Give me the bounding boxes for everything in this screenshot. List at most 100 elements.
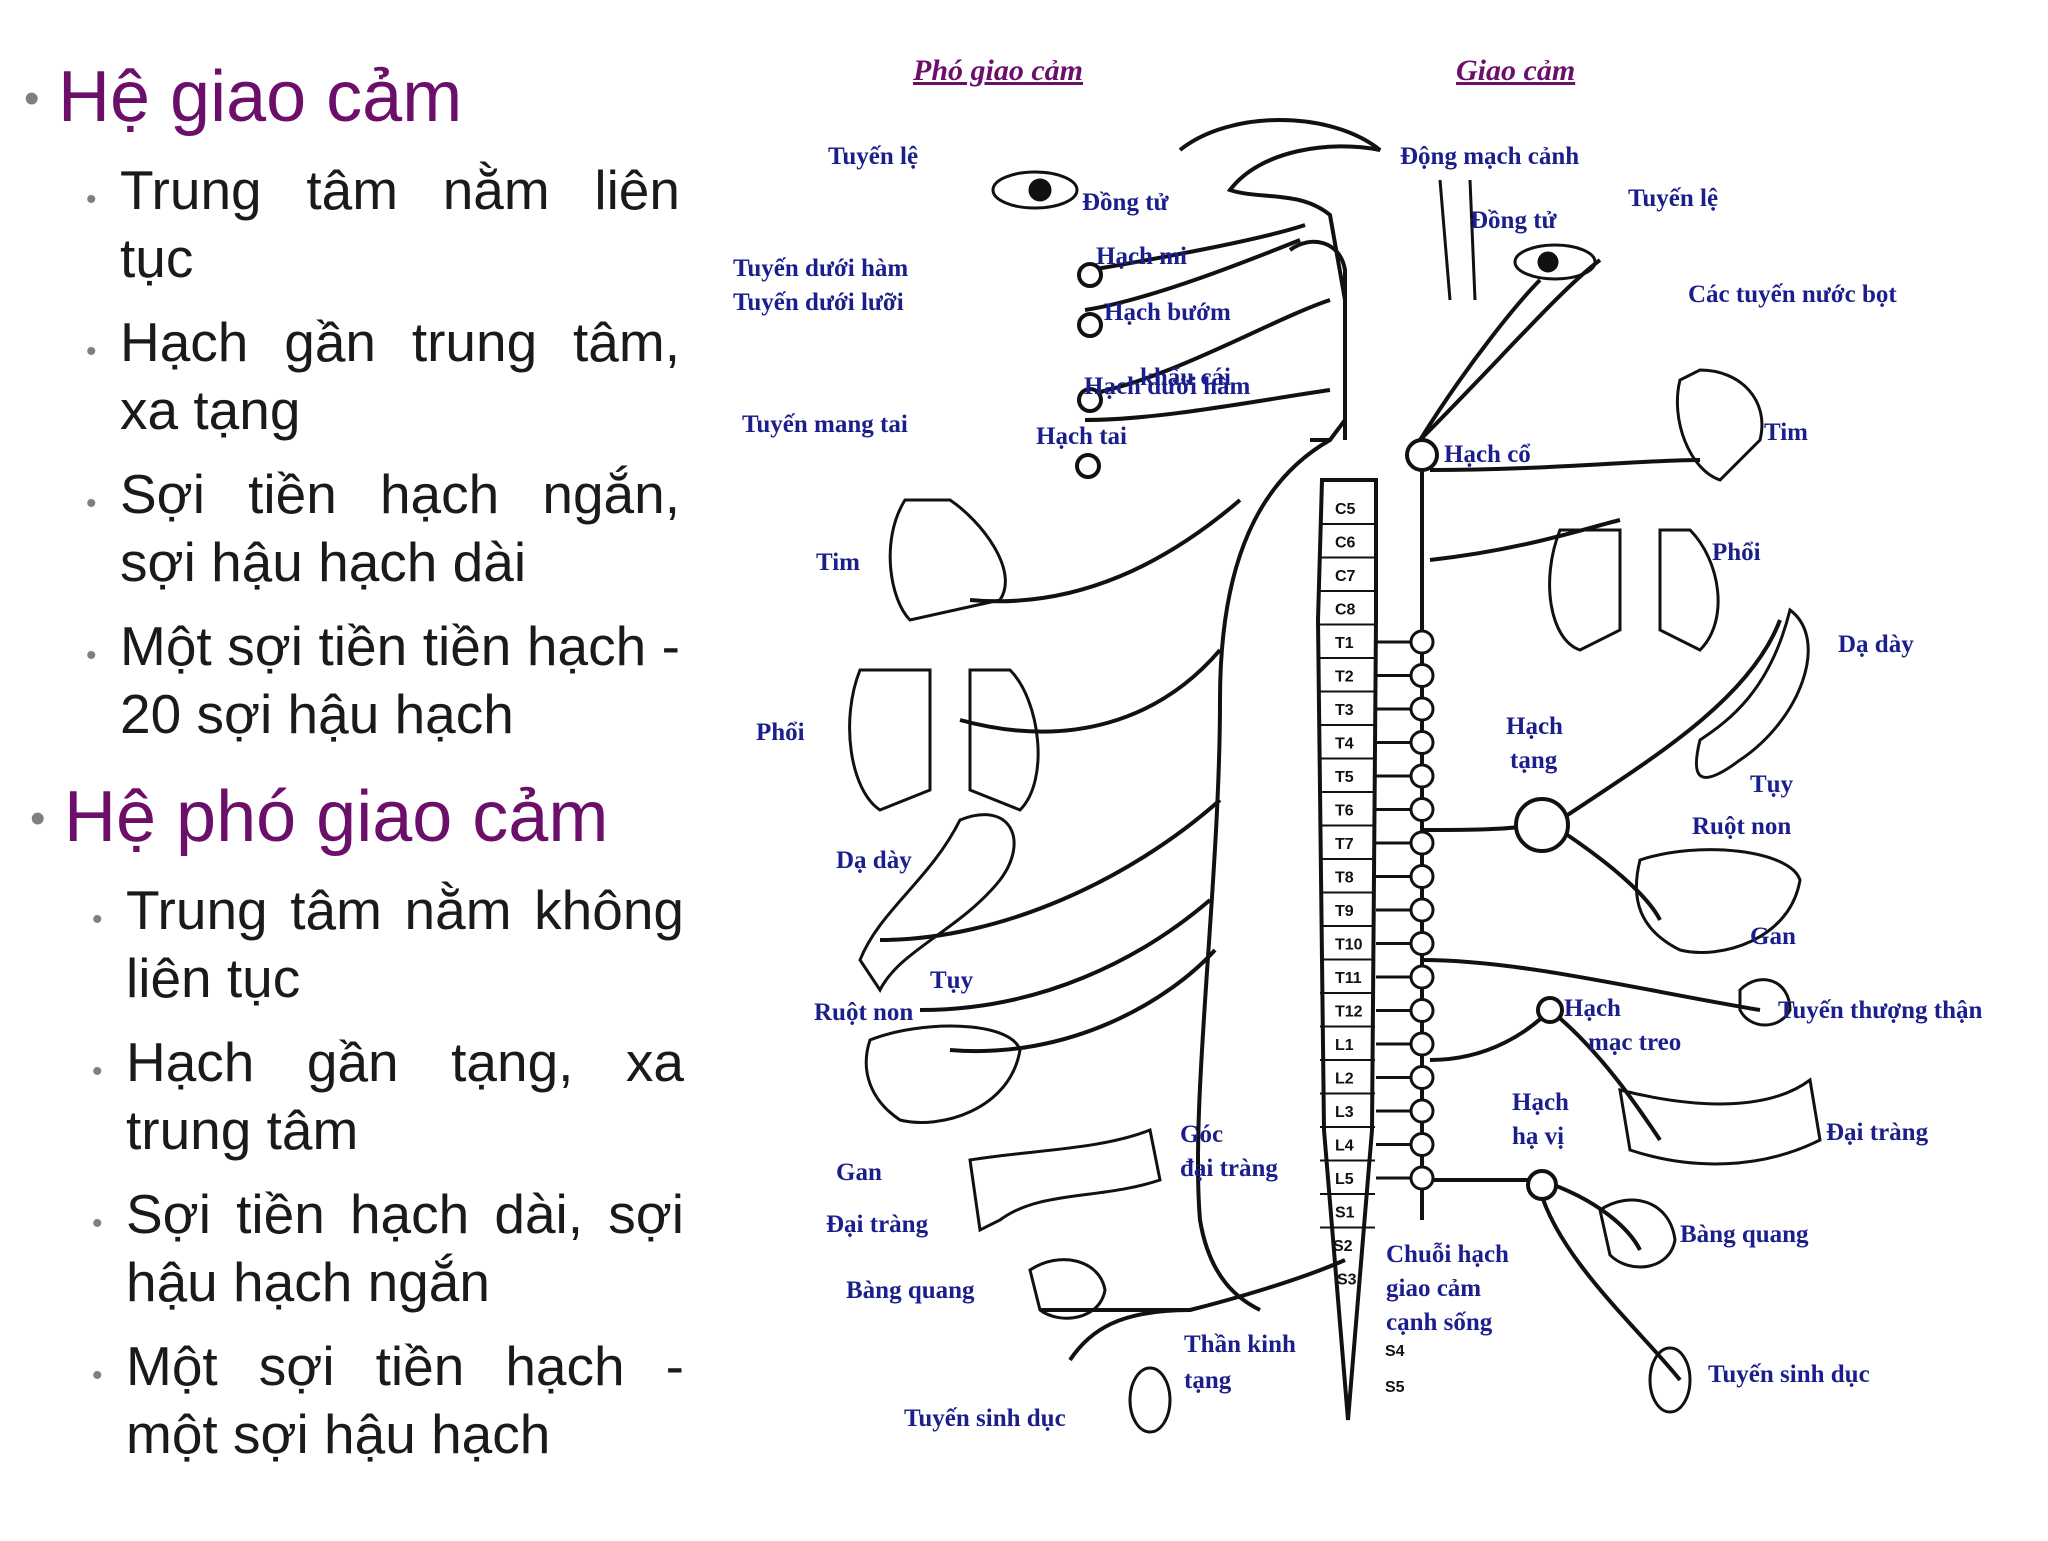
para-item-2: •Hạch gần tạng, xa trung tâm bbox=[92, 1031, 684, 1161]
vagus-nerve bbox=[1195, 438, 1331, 1312]
label-para-tuyen-sinh-duc: Tuyến sinh dục bbox=[904, 1405, 1066, 1432]
symp-stomach-fiber bbox=[1558, 619, 1782, 822]
label-para-gan: Gan bbox=[836, 1159, 882, 1186]
label-symp-tuy: Tụy bbox=[1750, 771, 1794, 798]
segment-label-c5: C5 bbox=[1335, 501, 1356, 518]
segment-label-l1: L1 bbox=[1335, 1037, 1354, 1054]
label-symp-da-day: Dạ dày bbox=[1838, 631, 1914, 658]
ciliary-ganglion bbox=[1077, 262, 1103, 288]
otic-ganglion bbox=[1075, 453, 1101, 479]
label-para-phoi: Phổi bbox=[756, 719, 805, 746]
segment-label-c7: C7 bbox=[1335, 568, 1356, 585]
segment-label-s4: S4 bbox=[1385, 1343, 1405, 1360]
autonomic-diagram: Phó giao cảm Giao cảm Tuyến lệ Đồng tử H… bbox=[720, 0, 2048, 1536]
segment-label-t12: T12 bbox=[1335, 1004, 1363, 1021]
pelvic-fiber bbox=[1040, 1258, 1346, 1312]
segment-label-t5: T5 bbox=[1335, 769, 1354, 786]
label-symp-tim: Tim bbox=[1764, 419, 1808, 446]
chain-ganglion bbox=[1409, 964, 1435, 990]
bullet-icon: • bbox=[30, 794, 46, 843]
label-symp-dong-tu: Đồng tử bbox=[1470, 207, 1558, 234]
para-item-1: •Trung tâm nằm không liên tục bbox=[92, 879, 684, 1009]
text-panel: •Hệ giao cảm •Trung tâm nằm liên tục •Hạ… bbox=[0, 0, 720, 1536]
sympathetic-heading: •Hệ giao cảm bbox=[24, 57, 463, 137]
label-symp-tuyen-le: Tuyến lệ bbox=[1628, 185, 1718, 212]
brain-outline bbox=[1178, 118, 1382, 442]
stomach-left-shape bbox=[858, 813, 1016, 993]
chain-ganglion bbox=[1409, 763, 1435, 789]
segment-label-t8: T8 bbox=[1335, 870, 1354, 887]
carotid-artery-shape bbox=[1438, 179, 1477, 301]
bullet-icon: • bbox=[92, 1055, 103, 1088]
segment-label-t3: T3 bbox=[1335, 702, 1354, 719]
label-para-tim: Tim bbox=[816, 549, 860, 576]
label-para-da-day: Dạ dày bbox=[836, 847, 912, 874]
symp-item-3: •Sợi tiền hạch ngắn, sợi hậu hạch dài bbox=[86, 463, 680, 593]
chain-ganglion bbox=[1409, 1065, 1435, 1090]
colon-right-shape bbox=[1618, 1077, 1822, 1166]
label-para-tuyen-le: Tuyến lệ bbox=[828, 143, 918, 170]
segment-label-t6: T6 bbox=[1335, 803, 1354, 820]
label-symp-gan: Gan bbox=[1750, 923, 1796, 950]
segment-label-t7: T7 bbox=[1335, 836, 1354, 853]
symp-lung-fiber bbox=[1429, 518, 1621, 562]
label-hach-ha-vi-2: hạ vị bbox=[1512, 1123, 1564, 1150]
bullet-icon: • bbox=[92, 903, 103, 936]
symp-eye-fiber bbox=[1418, 278, 1542, 442]
brainstem-outline bbox=[1288, 239, 1347, 440]
hypogastric-ganglion bbox=[1526, 1169, 1558, 1201]
label-khau-cai: khẩu cái bbox=[1140, 364, 1231, 391]
label-symp-bang-quang: Bàng quang bbox=[1680, 1221, 1809, 1248]
label-hach-tang-1: Hạch bbox=[1506, 713, 1563, 740]
liver-left-shape bbox=[864, 1024, 1022, 1124]
segment-label-t9: T9 bbox=[1335, 903, 1354, 920]
chain-ganglion bbox=[1409, 998, 1435, 1023]
symp-gonad-fiber bbox=[1538, 1189, 1682, 1382]
pterygopalatine-ganglion bbox=[1077, 312, 1103, 338]
lungs-left-shape bbox=[848, 668, 1040, 812]
label-hach-mac-treo-2: mạc treo bbox=[1588, 1029, 1681, 1056]
label-tuyen-mang-tai: Tuyến mang tai bbox=[742, 411, 908, 438]
chain-ganglion bbox=[1409, 830, 1435, 856]
label-hach-co: Hạch cổ bbox=[1444, 441, 1531, 468]
symp-adrenal-fiber bbox=[1421, 958, 1761, 1012]
lung-fiber-para bbox=[959, 648, 1222, 734]
label-para-tuy: Tụy bbox=[930, 967, 974, 994]
chain-ganglion bbox=[1409, 1031, 1435, 1057]
submandibular-fiber bbox=[1084, 388, 1331, 422]
segment-label-t10: T10 bbox=[1335, 937, 1363, 954]
bullet-icon: • bbox=[86, 639, 97, 672]
bladder-left-shape bbox=[1028, 1258, 1107, 1320]
symp-carotid-fiber bbox=[1418, 258, 1602, 442]
gonad-left-shape bbox=[1128, 1366, 1172, 1434]
bladder-right-shape bbox=[1598, 1198, 1677, 1269]
cervical-ganglion bbox=[1405, 438, 1439, 472]
label-canh-song: cạnh sống bbox=[1386, 1309, 1493, 1336]
para-item-3: •Sợi tiền hạch dài, sợi hậu hạch ngắn bbox=[92, 1183, 684, 1313]
symp-item-4: •Một sợi tiền tiền hạch - 20 sợi hậu hạc… bbox=[86, 615, 680, 745]
segment-label-t1: T1 bbox=[1335, 635, 1354, 652]
chain-ganglion bbox=[1409, 897, 1435, 923]
label-para-dai-trang: Đại tràng bbox=[826, 1211, 929, 1238]
gonad-right-shape bbox=[1648, 1346, 1692, 1414]
label-giao-cam: giao cảm bbox=[1386, 1275, 1481, 1302]
colon-left-shape bbox=[968, 1127, 1162, 1233]
label-hach-ha-vi-1: Hạch bbox=[1512, 1089, 1569, 1116]
segment-label-l3: L3 bbox=[1335, 1104, 1354, 1121]
parasympathetic-heading: •Hệ phó giao cảm bbox=[30, 777, 609, 857]
diagram-svg: Phó giao cảm Giao cảm Tuyến lệ Đồng tử H… bbox=[733, 54, 1982, 1434]
label-goc: Góc bbox=[1180, 1121, 1223, 1148]
symp-item-1: •Trung tâm nằm liên tục bbox=[86, 159, 680, 289]
chain-ganglion bbox=[1409, 797, 1435, 822]
para-header: Phó giao cảm bbox=[912, 54, 1083, 87]
chain-ganglion bbox=[1409, 730, 1435, 755]
label-hach-duoi-ham: Hạch dưới hàm bbox=[1084, 373, 1251, 400]
segment-label-l5: L5 bbox=[1335, 1171, 1354, 1188]
otic-fiber bbox=[1084, 298, 1331, 397]
bullet-icon: • bbox=[92, 1207, 103, 1240]
pupil-left-shape bbox=[1028, 178, 1052, 202]
symp-header: Giao cảm bbox=[1456, 54, 1575, 87]
label-goc-dai-trang: đại tràng bbox=[1180, 1155, 1278, 1182]
pelvic-fiber-2 bbox=[1068, 1308, 1191, 1362]
segment-label-c6: C6 bbox=[1335, 535, 1356, 552]
